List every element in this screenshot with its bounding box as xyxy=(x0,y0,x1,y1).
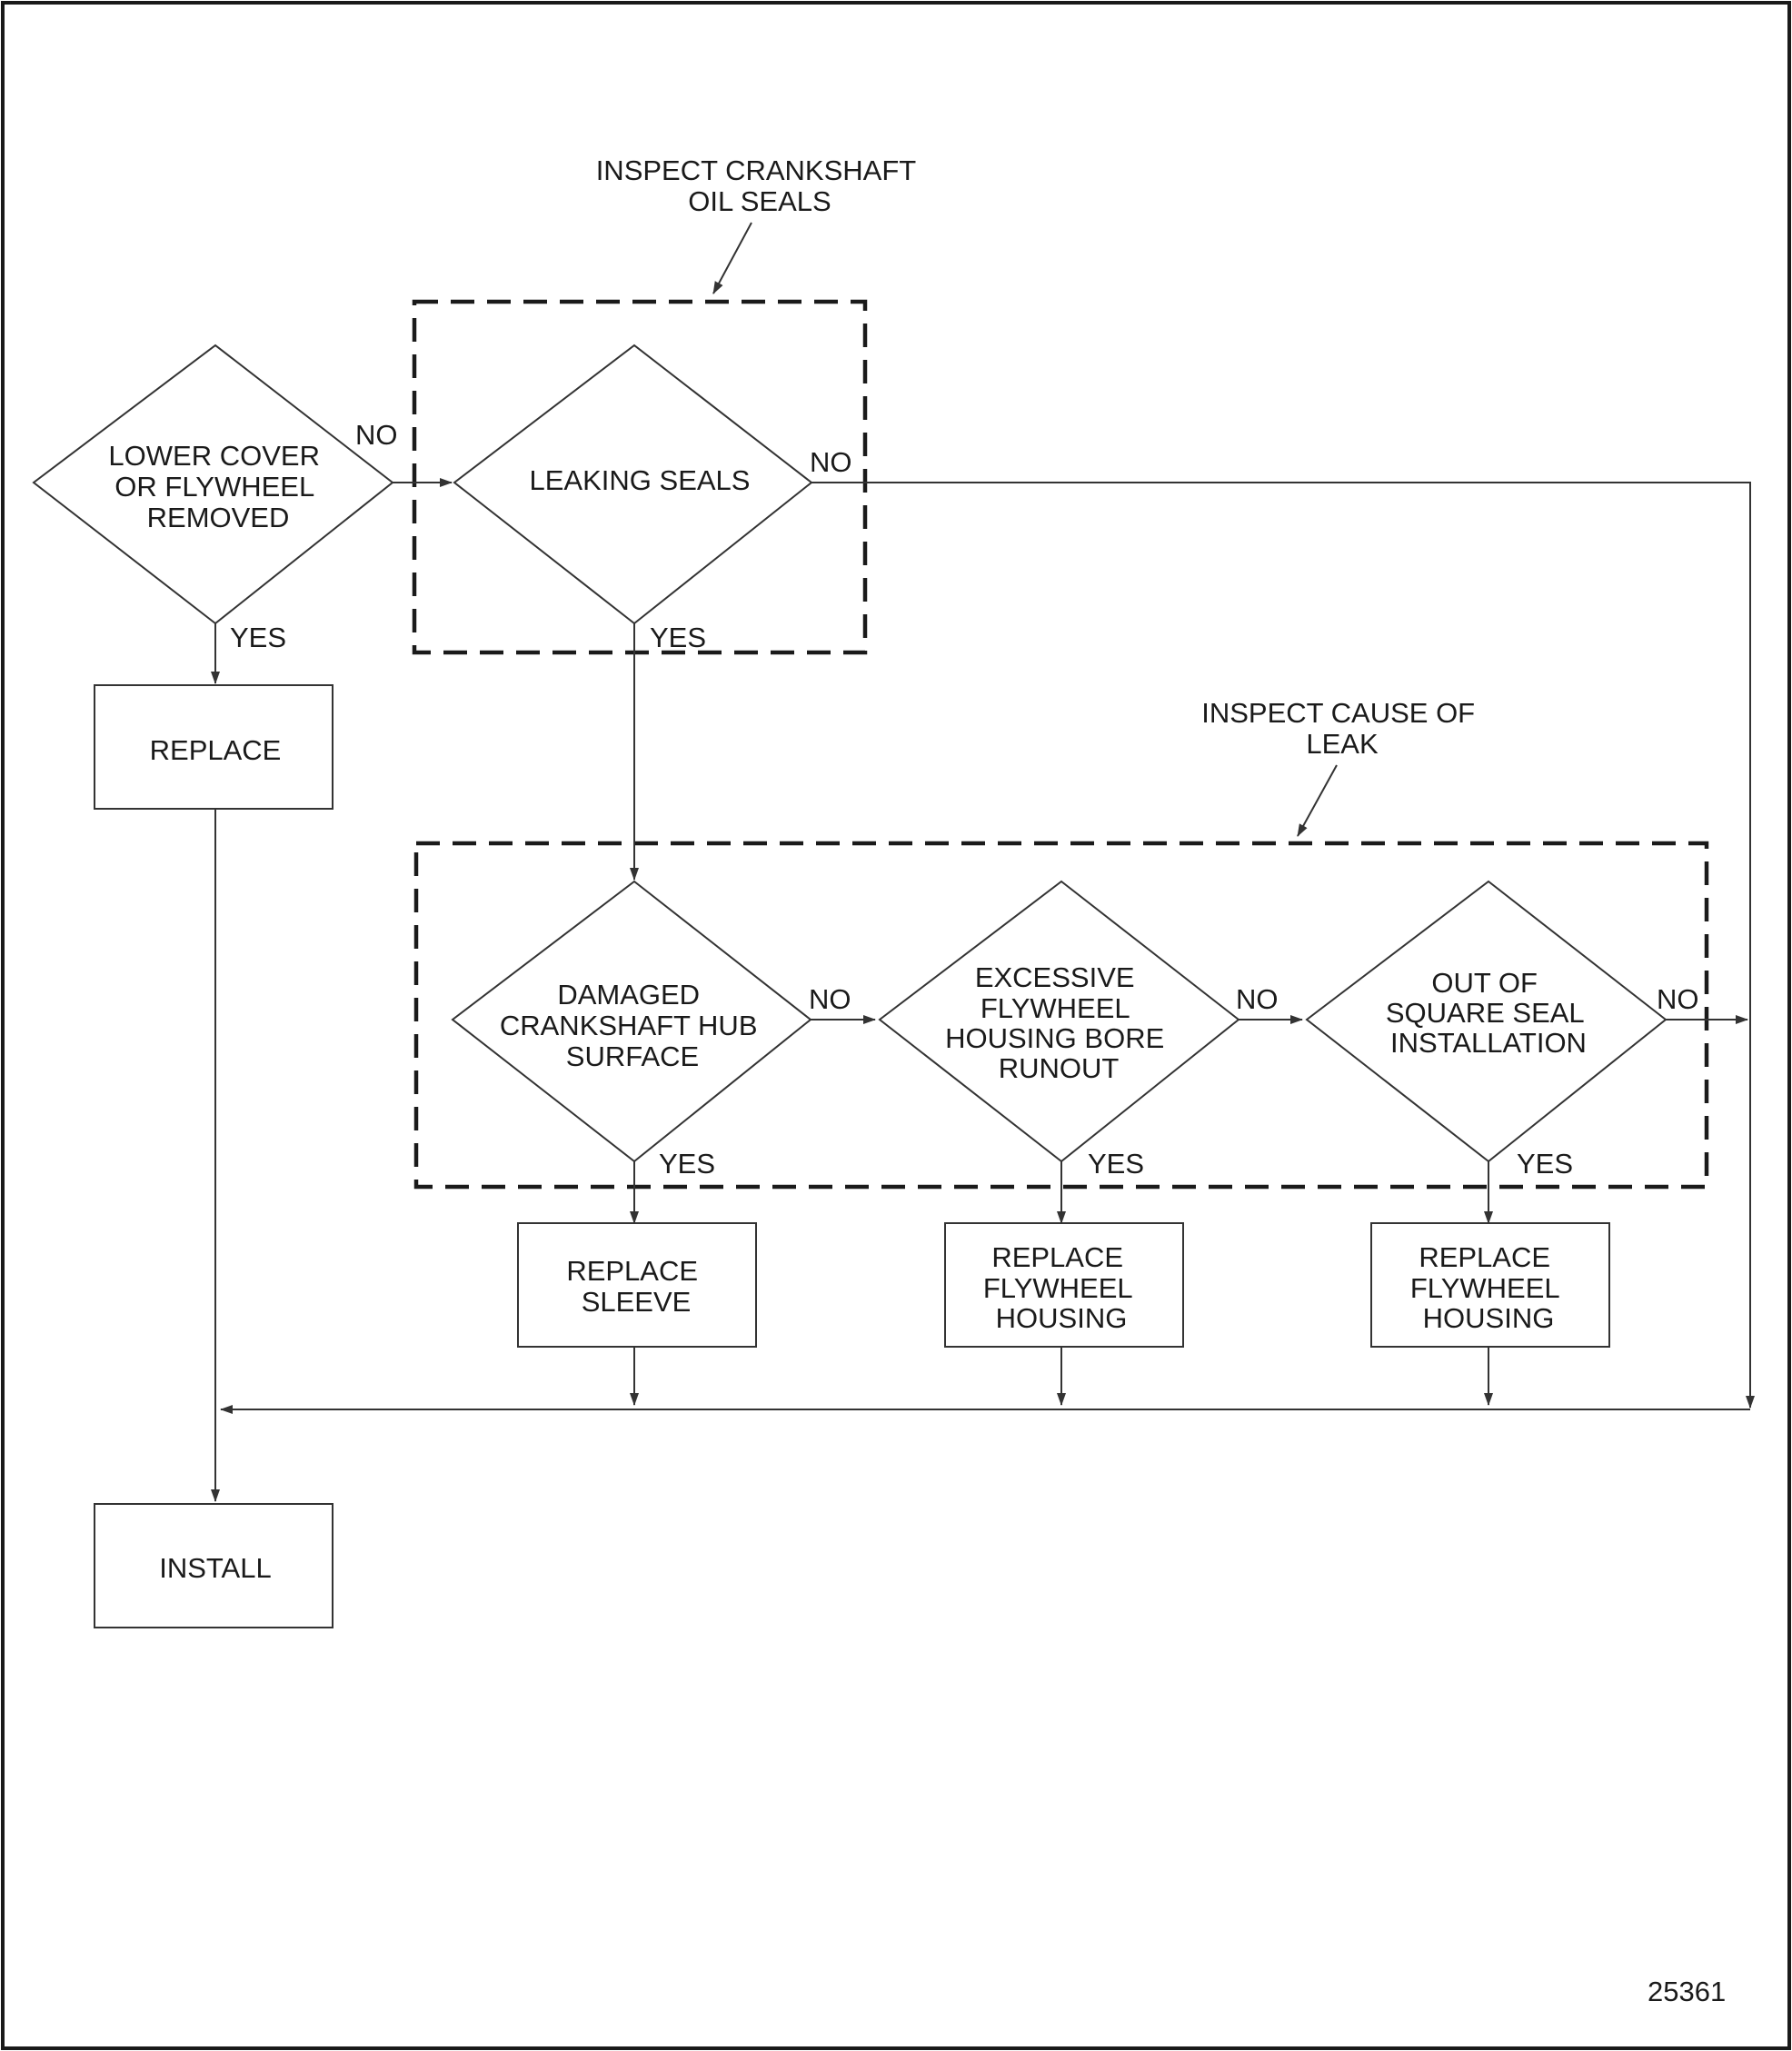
decision-bore-runout-text: EXCESSIVE FLYWHEEL HOUSING BORE RUNOUT xyxy=(945,961,1172,1084)
decision-hub-surface-text: DAMAGED CRANKSHAFT HUB SURFACE xyxy=(500,979,765,1072)
decision-lower-cover-removed xyxy=(32,343,394,625)
label-bore-yes: YES xyxy=(1088,1148,1144,1180)
decision-leaking-seals xyxy=(453,343,813,625)
action-replace-housing-2 xyxy=(1370,1222,1610,1348)
label-square-yes: YES xyxy=(1517,1148,1573,1180)
decision-lower-cover-text: LOWER COVER OR FLYWHEEL REMOVED xyxy=(108,440,327,533)
action-replace-housing-2-text: REPLACE FLYWHEEL HOUSING xyxy=(1410,1241,1567,1334)
label-lower-cover-no: NO xyxy=(355,419,398,451)
decision-bore-runout xyxy=(878,880,1240,1163)
edge-leaking-seals-no xyxy=(811,482,1755,1409)
group-box-inspect-seals xyxy=(412,299,868,655)
action-install-text: INSTALL xyxy=(159,1552,271,1584)
label-leaking-seals-no: NO xyxy=(810,446,852,478)
decision-out-of-square-text: OUT OF SQUARE SEAL INSTALLATION xyxy=(1386,967,1591,1059)
decision-damaged-hub-surface xyxy=(451,880,812,1163)
action-install xyxy=(94,1503,334,1628)
action-replace-sleeve xyxy=(517,1222,757,1348)
label-hub-no: NO xyxy=(809,983,851,1015)
group-pointer-seals xyxy=(712,222,752,294)
decision-out-of-square-seal xyxy=(1305,880,1668,1163)
figure-number: 25361 xyxy=(1648,1976,1726,2007)
group-label-inspect-seals: INSPECT CRANKSHAFT OIL SEALS xyxy=(596,154,924,217)
group-box-inspect-cause xyxy=(413,841,1709,1190)
group-label-inspect-cause: INSPECT CAUSE OF LEAK xyxy=(1201,697,1483,760)
label-leaking-seals-yes: YES xyxy=(650,622,706,653)
decision-leaking-seals-text: LEAKING SEALS xyxy=(530,464,751,496)
action-replace-housing-1 xyxy=(944,1222,1184,1348)
action-replace-sleeve-text: REPLACE SLEEVE xyxy=(566,1255,705,1318)
label-bore-no: NO xyxy=(1236,983,1279,1015)
label-lower-cover-yes: YES xyxy=(230,622,286,653)
label-hub-yes: YES xyxy=(659,1148,715,1180)
group-pointer-cause xyxy=(1297,764,1338,837)
action-replace-text: REPLACE xyxy=(150,734,282,766)
action-replace xyxy=(94,684,334,810)
label-square-no: NO xyxy=(1657,983,1699,1015)
action-replace-housing-1-text: REPLACE FLYWHEEL HOUSING xyxy=(983,1241,1140,1334)
